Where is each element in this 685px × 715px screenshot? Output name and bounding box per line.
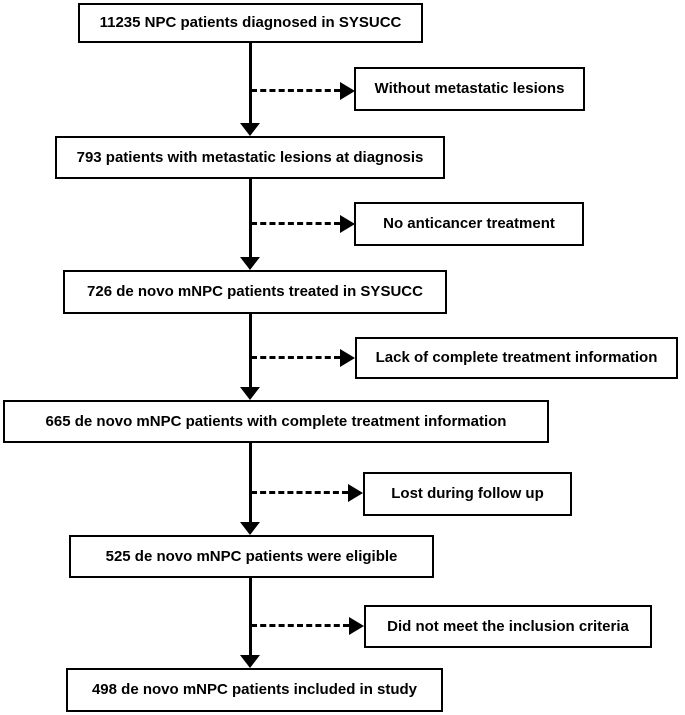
- flow-box-metastatic-at-diagnosis: 793 patients with metastatic lesions at …: [55, 136, 445, 179]
- down-arrow-line-5: [249, 578, 252, 656]
- down-arrow-line-3: [249, 314, 252, 388]
- flow-box-treated: 726 de novo mNPC patients treated in SYS…: [63, 270, 447, 314]
- exclusion-box-inclusion-criteria: Did not meet the inclusion criteria: [364, 605, 652, 648]
- dashed-arrow-line-4: [251, 491, 348, 494]
- right-arrowhead-icon-1: [340, 82, 355, 100]
- flow-box-diagnosed: 11235 NPC patients diagnosed in SYSUCC: [78, 3, 423, 43]
- down-arrowhead-icon-1: [240, 123, 260, 136]
- exclusion-box-lack-treatment-information: Lack of complete treatment information: [355, 337, 678, 379]
- down-arrow-line-1: [249, 43, 252, 124]
- dashed-arrow-line-2: [251, 222, 340, 225]
- down-arrowhead-icon-5: [240, 655, 260, 668]
- flow-box-included: 498 de novo mNPC patients included in st…: [66, 668, 443, 712]
- right-arrowhead-icon-5: [349, 617, 364, 635]
- exclusion-box-without-metastatic-lesions: Without metastatic lesions: [354, 67, 585, 111]
- flow-box-eligible: 525 de novo mNPC patients were eligible: [69, 535, 434, 578]
- down-arrow-line-4: [249, 443, 252, 523]
- down-arrowhead-icon-3: [240, 387, 260, 400]
- exclusion-box-no-anticancer-treatment: No anticancer treatment: [354, 202, 584, 246]
- dashed-arrow-line-1: [251, 89, 340, 92]
- down-arrowhead-icon-4: [240, 522, 260, 535]
- dashed-arrow-line-5: [251, 624, 349, 627]
- down-arrow-line-2: [249, 179, 252, 258]
- flow-box-complete-information: 665 de novo mNPC patients with complete …: [3, 400, 549, 443]
- down-arrowhead-icon-2: [240, 257, 260, 270]
- right-arrowhead-icon-3: [340, 349, 355, 367]
- exclusion-box-lost-follow-up: Lost during follow up: [363, 472, 572, 516]
- right-arrowhead-icon-4: [348, 484, 363, 502]
- dashed-arrow-line-3: [251, 356, 340, 359]
- right-arrowhead-icon-2: [340, 215, 355, 233]
